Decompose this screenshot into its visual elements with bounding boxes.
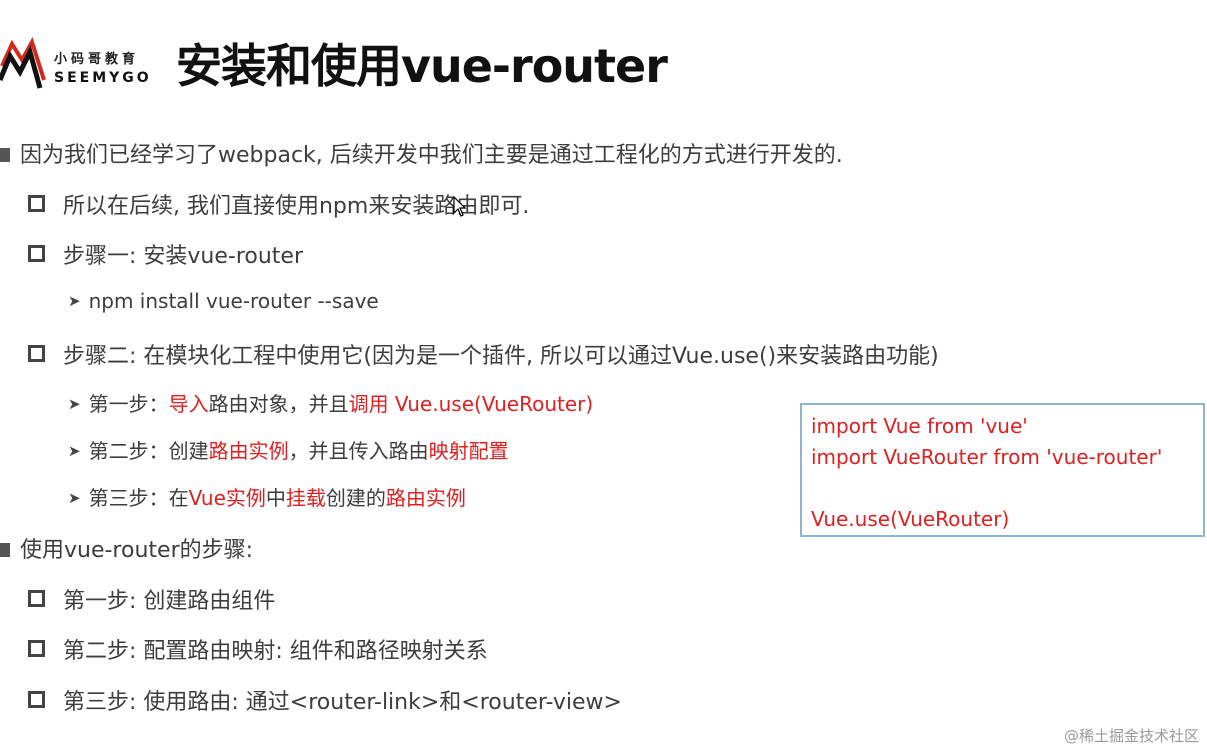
hollow-square-bullet-icon [28,195,45,212]
filled-square-bullet-icon [0,148,10,162]
brand-logo: 小码哥教育 SEEMYGO [0,36,165,94]
code-snippet-box: import Vue from 'vue' import VueRouter f… [800,403,1205,537]
arrowhead-bullet-icon: ➤ [68,442,81,460]
section-1-heading: 因为我们已经学习了webpack, 后续开发中我们主要是通过工程化的方式进行开发… [0,137,843,169]
section-1-item-3: 步骤二: 在模块化工程中使用它(因为是一个插件, 所以可以通过Vue.use()… [28,338,939,370]
section-1-item-2: 步骤一: 安装vue-router [28,238,303,270]
watermark: @稀土掘金技术社区 [1063,727,1199,745]
section-2-item-3: 第三步: 使用路由: 通过<router-link>和<router-view> [28,684,622,716]
arrowhead-bullet-icon: ➤ [68,395,81,413]
step-3-mount-instance: ➤第三步：在Vue实例中挂载创建的路由实例 [68,486,466,510]
hollow-square-bullet-icon [28,245,45,262]
hollow-square-bullet-icon [28,640,45,657]
filled-square-bullet-icon [0,543,10,557]
code-line: import VueRouter from 'vue-router' [811,445,1163,469]
section-2-item-2: 第二步: 配置路由映射: 组件和路径映射关系 [28,633,488,665]
npm-install-command: ➤npm install vue-router --save [68,289,379,313]
arrowhead-bullet-icon: ➤ [68,292,81,310]
section-2-item-1: 第一步: 创建路由组件 [28,583,275,615]
arrowhead-bullet-icon: ➤ [68,489,81,507]
mouse-pointer-icon [453,196,467,217]
code-line: import Vue from 'vue' [811,414,1028,438]
logo-english-text: SEEMYGO [54,70,152,86]
hollow-square-bullet-icon [28,345,45,362]
section-2-heading: 使用vue-router的步骤: [0,532,253,564]
hollow-square-bullet-icon [28,590,45,607]
hollow-square-bullet-icon [28,691,45,708]
code-line: Vue.use(VueRouter) [811,507,1010,531]
logo-mountain-icon [0,36,46,89]
step-1-import-router: ➤第一步：导入路由对象，并且调用 Vue.use(VueRouter) [68,392,594,416]
logo-chinese-text: 小码哥教育 [54,52,140,67]
step-2-create-instance: ➤第二步：创建路由实例，并且传入路由映射配置 [68,439,509,463]
slide-title: 安装和使用vue-router [176,39,668,93]
section-1-item-1: 所以在后续, 我们直接使用npm来安装路由即可. [28,188,529,220]
code-line [811,473,1203,504]
